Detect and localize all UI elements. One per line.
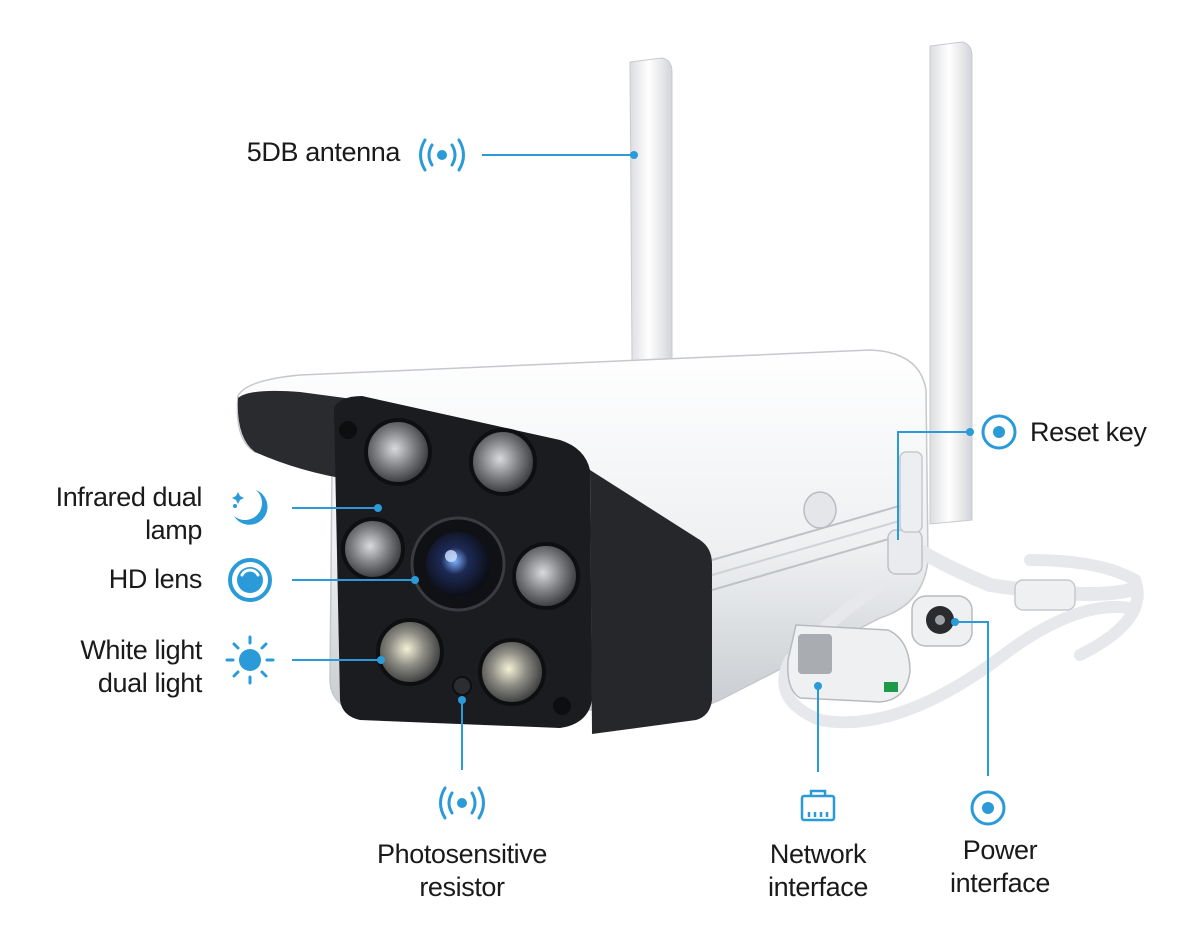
ir-lamp [512, 542, 580, 610]
ir-lamp [364, 418, 432, 486]
label-text: Reset key [1030, 417, 1147, 447]
ir-lamp [341, 517, 405, 581]
led-array [341, 418, 580, 706]
hd-lens [410, 516, 506, 612]
label-power-interface: Power interface [920, 834, 1080, 900]
label-reset-key: Reset key [1030, 416, 1147, 449]
callout-lines [292, 154, 989, 776]
label-white-light: White light dual light [80, 634, 202, 700]
moon-stars-icon [232, 490, 268, 525]
target-circle-icon [981, 414, 1017, 450]
label-line: Infrared dual [55, 482, 203, 512]
left-antenna [629, 57, 673, 363]
label-5db-antenna: 5DB antenna [246, 136, 401, 169]
lens-icon [228, 558, 272, 602]
label-infrared-dual-lamp: Infrared dual lamp [55, 481, 203, 547]
ir-lamp [469, 428, 537, 496]
label-hd-lens: HD lens [108, 563, 203, 596]
label-line: resistor [419, 872, 505, 902]
label-line: interface [950, 868, 1050, 898]
label-line: White light [80, 635, 202, 665]
target-circle-icon [970, 790, 1006, 826]
signal-waves-icon [439, 786, 485, 820]
label-photosensitive-resistor: Photosensitive resistor [362, 838, 562, 904]
label-line: lamp [145, 515, 202, 545]
label-line: Network [769, 839, 867, 869]
label-line: dual light [97, 668, 202, 698]
white-led [376, 618, 444, 686]
right-antenna [929, 41, 973, 525]
callout-dots [374, 151, 974, 704]
label-line: interface [768, 872, 868, 902]
reset-key-stub [887, 451, 923, 575]
label-network-interface: Network interface [738, 838, 898, 904]
label-line: Power [962, 835, 1038, 865]
power-connector [911, 579, 1076, 647]
signal-waves-icon [419, 138, 465, 172]
network-connector [787, 624, 911, 703]
white-led [478, 638, 546, 706]
label-text: 5DB antenna [246, 137, 401, 167]
sun-icon [225, 635, 275, 685]
label-line: Photosensitive [376, 839, 547, 869]
photosensitive-resistor [452, 676, 472, 696]
ethernet-port-icon [800, 789, 836, 822]
label-text: HD lens [108, 564, 203, 594]
